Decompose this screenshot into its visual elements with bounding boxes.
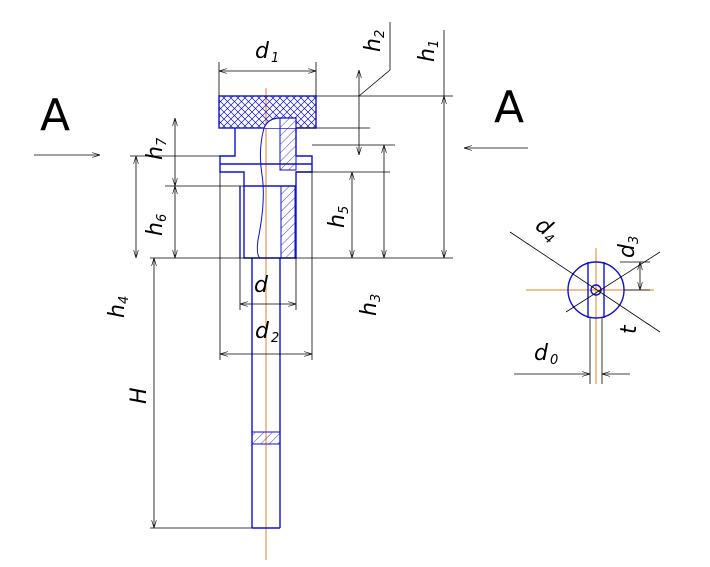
svg-text:1: 1 [427, 40, 442, 48]
dimension-lines [130, 22, 453, 529]
section-arrows [34, 148, 528, 155]
svg-text:3: 3 [369, 294, 384, 302]
svg-text:h: h [415, 48, 440, 62]
svg-text:2: 2 [271, 331, 279, 346]
label-d0: d 0 [534, 341, 558, 368]
svg-text:t: t [617, 324, 642, 334]
svg-text:6: 6 [155, 214, 170, 222]
label-t: t [617, 324, 642, 334]
svg-text:h: h [143, 222, 168, 236]
section-mark-left: A [40, 90, 70, 141]
label-d: d [254, 273, 269, 298]
label-d4: d 4 [530, 213, 557, 248]
svg-text:d: d [615, 243, 640, 258]
svg-text:h: h [325, 214, 350, 228]
knob-head [218, 95, 317, 129]
label-h5: h 5 [325, 206, 352, 228]
svg-text:1: 1 [271, 51, 279, 66]
label-h3: h 3 [357, 294, 384, 316]
svg-text:h: h [361, 38, 386, 52]
svg-text:d: d [255, 39, 270, 64]
svg-text:h: h [357, 302, 382, 316]
svg-text:H: H [127, 387, 152, 404]
svg-text:3: 3 [627, 236, 642, 244]
section-mark-right: A [494, 82, 524, 133]
svg-text:d: d [255, 319, 270, 344]
label-h4: h 4 [105, 296, 132, 318]
svg-text:2: 2 [373, 30, 388, 38]
label-d2: d 2 [255, 319, 279, 346]
label-d3: d 3 [615, 236, 642, 258]
svg-text:0: 0 [550, 353, 558, 368]
svg-text:5: 5 [337, 206, 352, 214]
label-d1: d 1 [255, 39, 279, 66]
label-h6: h 6 [143, 214, 170, 236]
label-h7: h 7 [143, 137, 170, 160]
body-section [219, 117, 313, 259]
svg-text:4: 4 [117, 296, 132, 304]
svg-text:7: 7 [155, 137, 170, 146]
label-H: H [127, 387, 152, 404]
svg-text:h: h [143, 146, 168, 160]
label-h2: h 2 [361, 30, 388, 52]
svg-text:h: h [105, 304, 130, 318]
label-h1: h 1 [415, 40, 442, 62]
svg-text:d: d [534, 341, 549, 366]
section-view-a [509, 231, 661, 384]
